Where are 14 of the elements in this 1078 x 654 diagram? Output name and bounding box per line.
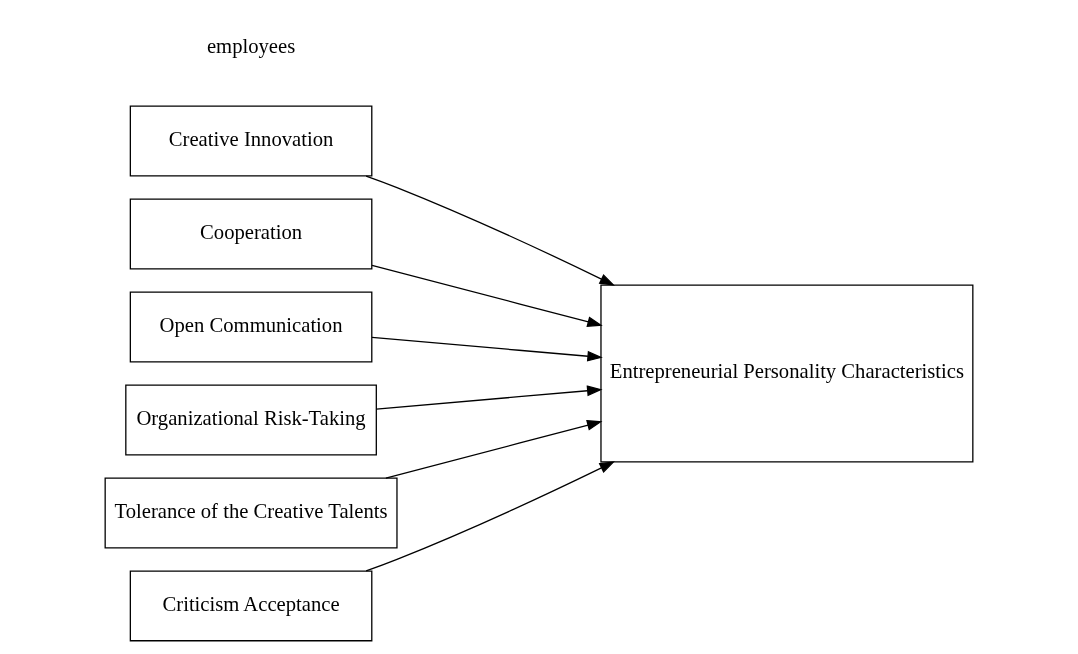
node-box: Organizational Risk-Taking (125, 384, 377, 456)
node-box: Entrepreneurial Personality Characteristics (600, 284, 974, 463)
node-box: Cooperation (129, 198, 373, 270)
label: employees (206, 35, 296, 58)
node-box: Creative Innovation (129, 105, 373, 177)
node-box: Criticism Acceptance (129, 570, 373, 642)
arrow (375, 385, 603, 410)
arrow (371, 264, 603, 327)
arrow (365, 175, 615, 286)
arrow (371, 336, 603, 362)
node-box: Open Communication (129, 291, 373, 363)
arrow (365, 461, 615, 572)
arrow (385, 420, 603, 479)
node-box: Tolerance of the Creative Talents (104, 477, 398, 549)
